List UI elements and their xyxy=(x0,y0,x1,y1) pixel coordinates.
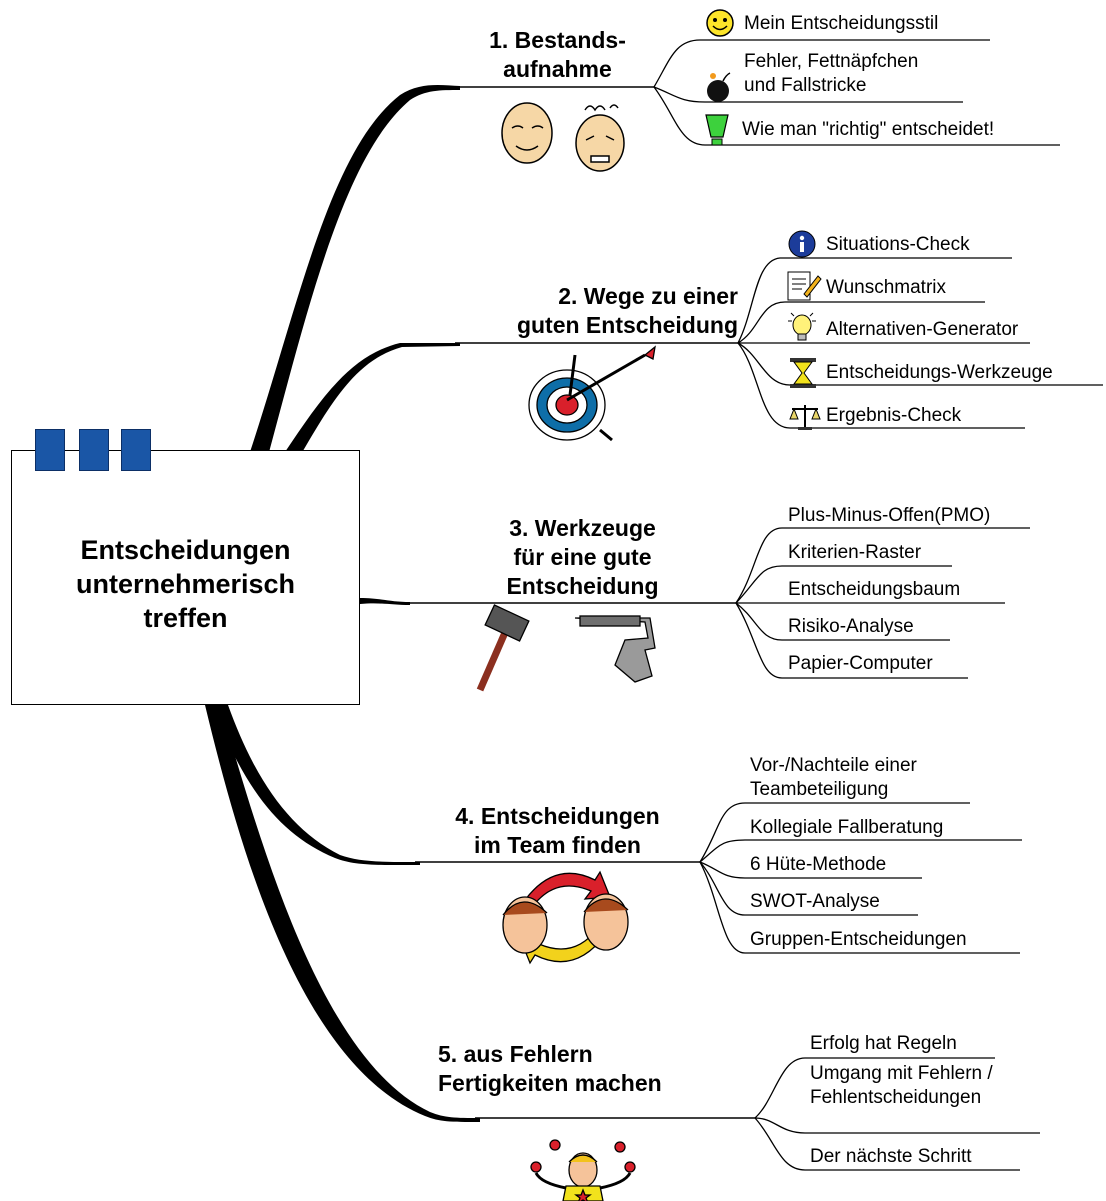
leaf-3-4: Risiko-Analyse xyxy=(788,616,914,637)
leaf-3-3: Entscheidungsbaum xyxy=(788,579,961,600)
note-pencil-icon xyxy=(786,270,822,309)
leaf-4-5: Gruppen-Entscheidungen xyxy=(750,929,967,950)
branch-3-curve xyxy=(360,598,410,605)
faces-illustration xyxy=(501,102,625,172)
branch-2-curve xyxy=(285,343,460,456)
branch-5-heading: 5. aus Fehlern Fertigkeiten machen xyxy=(438,1041,662,1096)
branch-1-curve xyxy=(250,84,460,456)
lightbulb-icon xyxy=(786,311,818,350)
target-arrows-illustration xyxy=(528,345,656,442)
leaf-4-4: SWOT-Analyse xyxy=(750,891,880,912)
central-topic-box: Entscheidungen unternehmerisch treffen xyxy=(11,429,360,705)
scales-icon xyxy=(788,401,822,436)
branch-2-heading: 2. Wege zu einer guten Entscheidung xyxy=(516,283,738,338)
heading-underlines xyxy=(405,86,755,1119)
leaf-3-2: Kriterien-Raster xyxy=(788,542,922,563)
hammer-pistol-illustration xyxy=(476,604,656,692)
main-branch-curves xyxy=(205,84,480,1122)
branch-4-curve xyxy=(212,705,420,866)
juggler-illustration xyxy=(530,1139,636,1201)
binder-tab-3 xyxy=(121,429,151,471)
info-icon xyxy=(788,230,816,263)
green-cup-icon xyxy=(704,113,730,152)
leaf-2-2: Wunschmatrix xyxy=(826,277,947,298)
leaf-connectors xyxy=(653,39,1103,1171)
leaf-1-2: Fehler, Fettnäpfchen und Fallstricke xyxy=(744,51,919,96)
branch-4-heading: 4. Entscheidungen im Team finden xyxy=(455,803,660,858)
leaf-4-2: Kollegiale Fallberatung xyxy=(750,817,944,838)
leaf-1-3: Wie man "richtig" entscheidet! xyxy=(742,119,995,140)
hourglass-icon xyxy=(788,357,818,394)
two-faces-cycle-illustration xyxy=(502,870,629,965)
leaf-5-2: Umgang mit Fehlern / Fehlentscheidungen xyxy=(810,1063,993,1108)
smiley-icon xyxy=(705,8,735,43)
leaf-2-1: Situations-Check xyxy=(826,234,970,255)
leaf-4-1: Vor-/Nachteile einer Teambeteiligung xyxy=(750,755,917,800)
central-topic-title: Entscheidungen unternehmerisch treffen xyxy=(75,535,296,633)
leaf-5-1: Erfolg hat Regeln xyxy=(810,1033,957,1054)
leaf-1-1: Mein Entscheidungsstil xyxy=(744,13,939,34)
binder-tab-1 xyxy=(35,429,65,471)
branch-5-curve xyxy=(205,705,480,1122)
branch-3-heading: 3. Werkzeuge für eine gute Entscheidung xyxy=(506,515,659,599)
leaf-3-5: Papier-Computer xyxy=(788,653,933,674)
leaf-2-5: Ergebnis-Check xyxy=(826,405,962,426)
binder-tab-2 xyxy=(79,429,109,471)
branch-1-heading: 1. Bestands- aufnahme xyxy=(489,27,626,82)
bomb-icon xyxy=(703,68,733,109)
leaf-2-3: Alternativen-Generator xyxy=(826,319,1019,340)
leaf-4-3: 6 Hüte-Methode xyxy=(750,854,887,875)
leaf-3-1: Plus-Minus-Offen(PMO) xyxy=(788,505,991,526)
leaf-2-4: Entscheidungs-Werkzeuge xyxy=(826,362,1053,383)
leaf-5-3: Der nächste Schritt xyxy=(810,1146,972,1167)
